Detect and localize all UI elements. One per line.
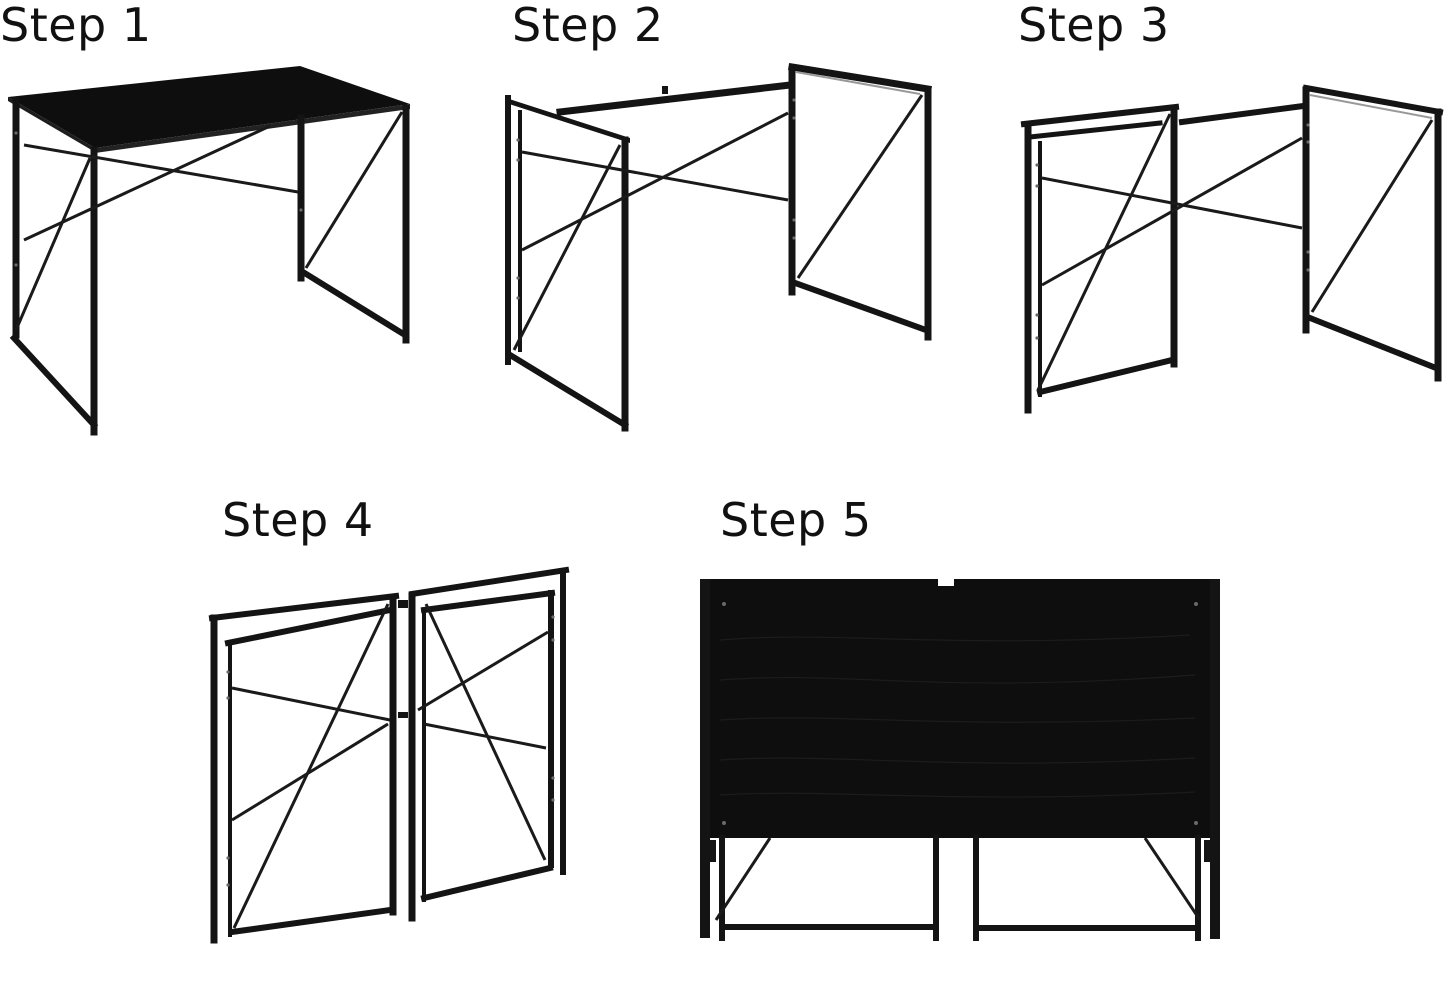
step-4-label: Step 4 <box>222 493 374 547</box>
step-1: Step 1 <box>0 0 450 450</box>
step-1-label: Step 1 <box>0 0 152 52</box>
step-4: Step 4 <box>200 480 600 950</box>
step-5-label: Step 5 <box>720 493 872 547</box>
step-2-label: Step 2 <box>512 0 664 52</box>
folded-frames-illustration <box>208 566 570 944</box>
desk-frame-folding-illustration <box>1020 84 1444 414</box>
step-2: Step 2 <box>490 0 950 450</box>
step-5: Step 5 <box>690 480 1240 950</box>
assembled-desk-illustration <box>8 66 410 436</box>
desk-frame-unfolding-illustration <box>505 62 933 432</box>
step-3-label: Step 3 <box>1018 0 1170 52</box>
step-3: Step 3 <box>1000 0 1445 430</box>
wood-grain <box>719 634 1196 798</box>
fully-folded-desk-illustration <box>700 579 1220 941</box>
